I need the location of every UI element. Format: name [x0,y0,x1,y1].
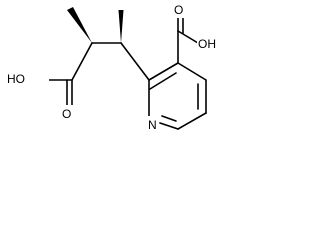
ring-bond-c3-c4 [177,62,207,81]
bond-left-stereocenter-to-acid-carbon [71,42,93,81]
left-carboxyl-group [47,79,73,107]
chemical-structure: HO O O OH N [5,2,221,132]
side-chain [67,7,150,81]
left-methyl-wedge [67,7,92,43]
bond-carboxyl-carbon-hydroxyl [177,30,199,44]
ring-bond-c6-n1 [159,122,179,130]
right-carbonyl-oxygen-label: O [174,3,183,17]
left-hydroxyl-label: HO [7,72,25,86]
ring-nitrogen-label-bg [147,116,159,132]
ring-bond-c5-c6 [177,112,207,130]
right-carboxyl-group [177,14,199,64]
right-methyl-wedge [118,10,124,43]
bond-ring-to-stereocenter-right [120,42,150,81]
ring-bond-c3-c3-inner [149,72,177,90]
right-carbonyl-oxygen-label-bg [173,2,186,18]
pyridine-ring [148,62,207,130]
right-hydroxyl-label-bg [197,36,221,52]
ring-bond-c6-n1-inner [161,115,177,122]
ring-bond-c2-c3 [148,62,179,81]
left-carbonyl-oxygen-label-bg [61,105,74,122]
right-hydroxyl-label: OH [198,37,216,51]
left-hydroxyl-label-bg [5,71,49,88]
left-carbonyl-oxygen-label: O [62,107,71,121]
ring-nitrogen-label: N [148,118,157,132]
atom-labels: HO O O OH N [5,2,221,132]
structure-canvas: HO O O OH N [0,0,255,150]
